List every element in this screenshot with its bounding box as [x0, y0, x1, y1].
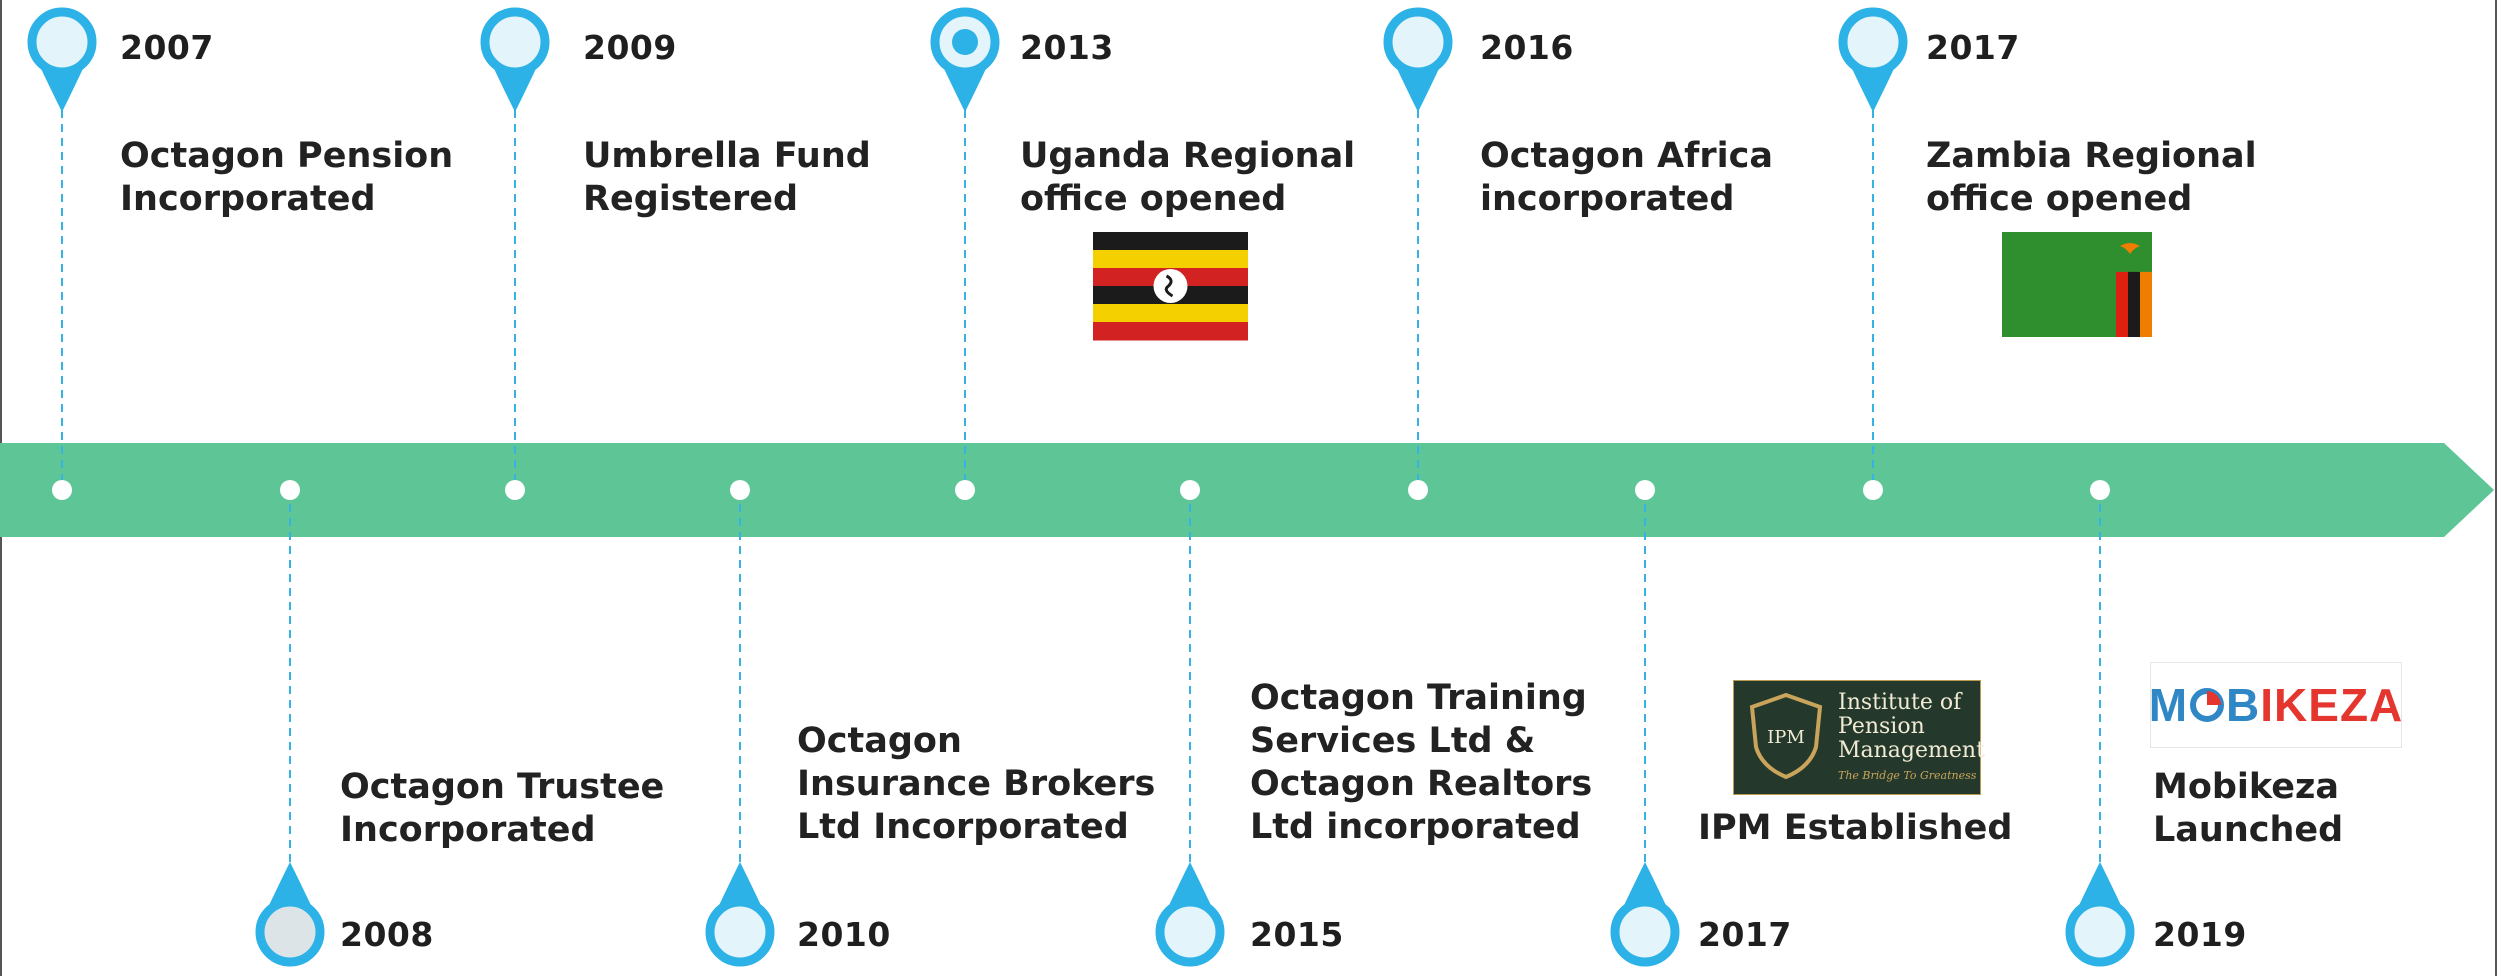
uganda-flag [1093, 232, 1248, 341]
ipm-logo-name: Institute of Pension Management [1838, 691, 1985, 763]
timeline-dot [1863, 480, 1883, 500]
ipm-logo: IPM Institute of Pension Management The … [1733, 680, 1985, 795]
milestone-line: Octagon Africa [1480, 136, 1773, 176]
mobikeza-letter: IKEZA [2260, 679, 2404, 731]
year-2015: 2015 [1250, 915, 1344, 954]
pin-marker [1610, 897, 1680, 967]
timeline-dot [280, 480, 300, 500]
milestone-line: Insurance Brokers [797, 764, 1156, 804]
year-2008: 2008 [340, 915, 434, 954]
ipm-abbr: IPM [1767, 727, 1805, 748]
timeline-dot [2090, 480, 2110, 500]
mobikeza-letter: B [2226, 679, 2261, 731]
pin-marker [1838, 7, 1908, 77]
milestone-line: Ltd incorporated [1250, 807, 1581, 847]
timeline-dot [505, 480, 525, 500]
timeline-dot [1408, 480, 1428, 500]
ipm-tagline: The Bridge To Greatness [1838, 769, 1977, 782]
pin-marker [480, 7, 550, 77]
year-2010: 2010 [797, 915, 891, 954]
ipm-name-line: Pension [1838, 714, 1925, 739]
milestone-line: Octagon Pension [120, 136, 454, 176]
pin-marker [27, 7, 97, 77]
mobikeza-letter: M [2148, 679, 2189, 731]
milestone-label-2008: Octagon Trustee Incorporated [340, 766, 664, 852]
milestone-line: office opened [1926, 179, 2193, 219]
year-2019: 2019 [2153, 915, 2247, 954]
mobikeza-pie-icon [2190, 688, 2225, 722]
timeline-dot [52, 480, 72, 500]
milestone-label-2017-ipm: IPM Established [1698, 807, 2012, 850]
pin-marker [255, 897, 325, 967]
timeline-dot [1180, 480, 1200, 500]
ipm-name-line: Management [1838, 738, 1985, 763]
year-2017-ipm: 2017 [1698, 915, 1792, 954]
ipm-name-line: Institute of [1838, 690, 1962, 715]
milestone-line: Umbrella Fund [583, 136, 871, 176]
milestone-line: Launched [2153, 810, 2344, 850]
milestone-label-2017-zambia: Zambia Regional office opened [1926, 135, 2257, 221]
milestone-line: Incorporated [340, 810, 596, 850]
milestone-line: Incorporated [120, 179, 376, 219]
milestone-line: incorporated [1480, 179, 1735, 219]
milestone-label-2013: Uganda Regional office opened [1020, 135, 1355, 221]
timeline-dot [955, 480, 975, 500]
milestone-label-2016: Octagon Africa incorporated [1480, 135, 1773, 221]
timeline-dot [730, 480, 750, 500]
mobikeza-wordmark: M B IKEZA [2149, 678, 2404, 732]
pin-marker [1383, 7, 1453, 77]
milestone-line: Registered [583, 179, 799, 219]
year-2009: 2009 [583, 28, 677, 67]
pin-marker [705, 897, 775, 967]
milestone-line: Uganda Regional [1020, 136, 1356, 176]
year-2013: 2013 [1020, 28, 1114, 67]
milestone-line: Mobikeza [2153, 767, 2339, 807]
pin-center [952, 29, 978, 55]
milestone-line: Octagon [797, 721, 962, 761]
milestone-line: Zambia Regional [1926, 136, 2257, 176]
zambia-flag [2002, 232, 2152, 337]
milestone-label-2007: Octagon Pension Incorporated [120, 135, 453, 221]
milestone-line: Octagon Trustee [340, 767, 665, 807]
milestone-label-2010: Octagon Insurance Brokers Ltd Incorporat… [797, 720, 1155, 849]
pin-marker [1155, 897, 1225, 967]
milestone-label-2009: Umbrella Fund Registered [583, 135, 871, 221]
milestone-line: Services Ltd & [1250, 721, 1536, 761]
pin-marker [2065, 897, 2135, 967]
year-2017-zambia: 2017 [1926, 28, 2020, 67]
mobikeza-logo: M B IKEZA [2149, 662, 2404, 748]
milestone-label-2019: Mobikeza Launched [2153, 766, 2343, 852]
milestone-line: office opened [1020, 179, 1287, 219]
timeline-dot [1635, 480, 1655, 500]
ipm-shield-icon: IPM [1749, 692, 1823, 780]
year-2007: 2007 [120, 28, 214, 67]
year-2016: 2016 [1480, 28, 1574, 67]
milestone-line: Octagon Training [1250, 678, 1587, 718]
milestone-label-2015: Octagon Training Services Ltd & Octagon … [1250, 677, 1592, 849]
milestone-line: Ltd Incorporated [797, 807, 1129, 847]
timeline-arrow [0, 443, 2494, 537]
milestone-line: IPM Established [1698, 808, 2013, 848]
milestone-line: Octagon Realtors [1250, 764, 1593, 804]
